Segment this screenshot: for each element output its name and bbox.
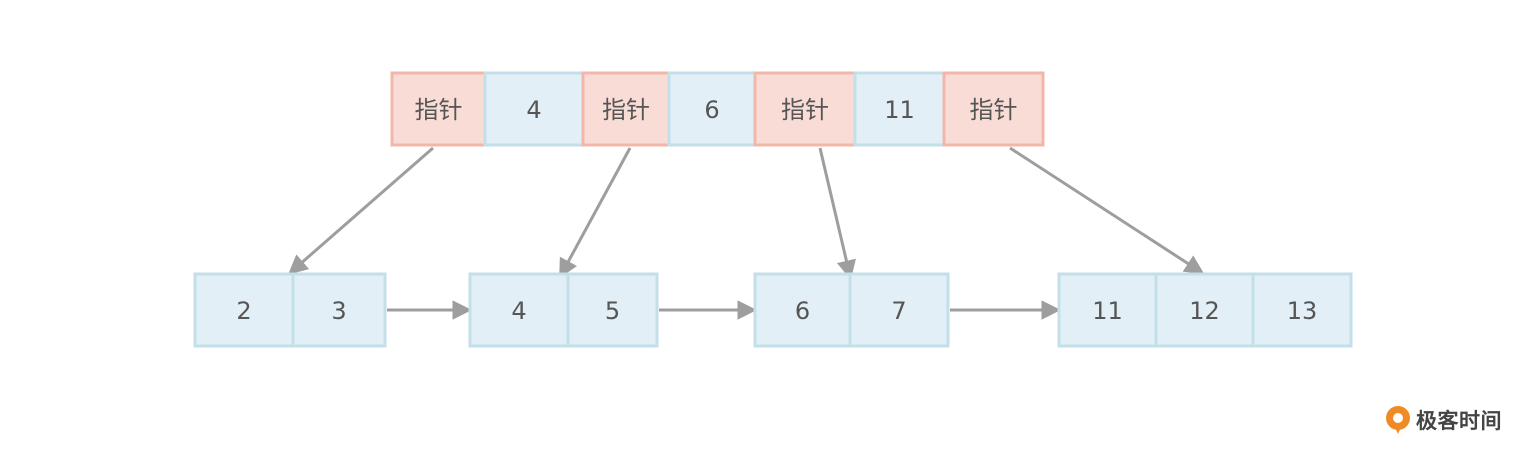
pointer-arrow [559, 147, 632, 279]
root-pointer-cell-label: 指针 [781, 96, 829, 124]
root-pointer-cell-label: 指针 [415, 96, 463, 124]
root-key-cell: 4 [483, 71, 585, 147]
root-key-cell: 11 [853, 71, 946, 147]
geekbang-logo-icon [1386, 406, 1410, 434]
leaf-key-cell-label: 11 [1092, 297, 1123, 325]
root-key-cell-box [483, 71, 585, 147]
leaf-key-cell-box [848, 272, 950, 348]
root-pointer-cell: 指针 [753, 71, 857, 147]
pointer-arrow [288, 146, 434, 275]
leaf-key-cell-box [291, 272, 387, 348]
root-key-cell-box [853, 71, 946, 147]
leaf-key-cell-label: 7 [891, 297, 906, 325]
leaf-key-cell: 13 [1251, 272, 1353, 348]
pointer-arrow [1009, 146, 1205, 275]
leaf-node: 11 12 13 [1057, 272, 1353, 348]
leaf-key-cell: 5 [566, 272, 659, 348]
root-pointer-cell-box [753, 71, 857, 147]
root-pointer-cell-box [390, 71, 487, 147]
leaf-key-cell: 2 [193, 272, 295, 348]
root-node: 指针 4 指针 6 指针 11 指针 [390, 71, 1045, 147]
leaf-key-cell: 11 [1057, 272, 1158, 348]
leaf-key-cell-label: 13 [1287, 297, 1318, 325]
root-pointer-cell-box [581, 71, 671, 147]
leaf-key-cell-box [1251, 272, 1353, 348]
root-pointer-cell: 指针 [942, 71, 1045, 147]
leaf-key-cell-label: 12 [1189, 297, 1220, 325]
root-key-cell-label: 4 [526, 96, 541, 124]
watermark: 极客时间 [1384, 402, 1502, 438]
leaf-key-cell: 7 [848, 272, 950, 348]
leaf-key-cell-label: 4 [511, 297, 526, 325]
links-layer [288, 146, 1205, 320]
root-key-cell-box [667, 71, 757, 147]
leaf-key-cell: 12 [1154, 272, 1255, 348]
watermark-text: 极客时间 [1416, 409, 1502, 433]
pointer-arrow [818, 147, 856, 280]
root-key-cell-label: 6 [704, 96, 719, 124]
leaf-key-cell-label: 6 [795, 297, 810, 325]
root-pointer-cell-label: 指针 [602, 96, 650, 124]
leaf-key-cell: 4 [468, 272, 570, 348]
root-pointer-cell: 指针 [581, 71, 671, 147]
leaf-key-cell-box [566, 272, 659, 348]
root-pointer-cell-label: 指针 [970, 96, 1018, 124]
root-pointer-cell: 指针 [390, 71, 487, 147]
leaf-key-cell-label: 2 [236, 297, 251, 325]
leaf-key-cell: 3 [291, 272, 387, 348]
root-pointer-cell-box [942, 71, 1045, 147]
leaf-key-cell-label: 5 [605, 297, 620, 325]
root-key-cell: 6 [667, 71, 757, 147]
leaf-key-cell-label: 3 [331, 297, 346, 325]
root-key-cell-label: 11 [884, 96, 915, 124]
leaf-key-cell: 6 [753, 272, 852, 348]
leaf-key-cell-box [1057, 272, 1158, 348]
